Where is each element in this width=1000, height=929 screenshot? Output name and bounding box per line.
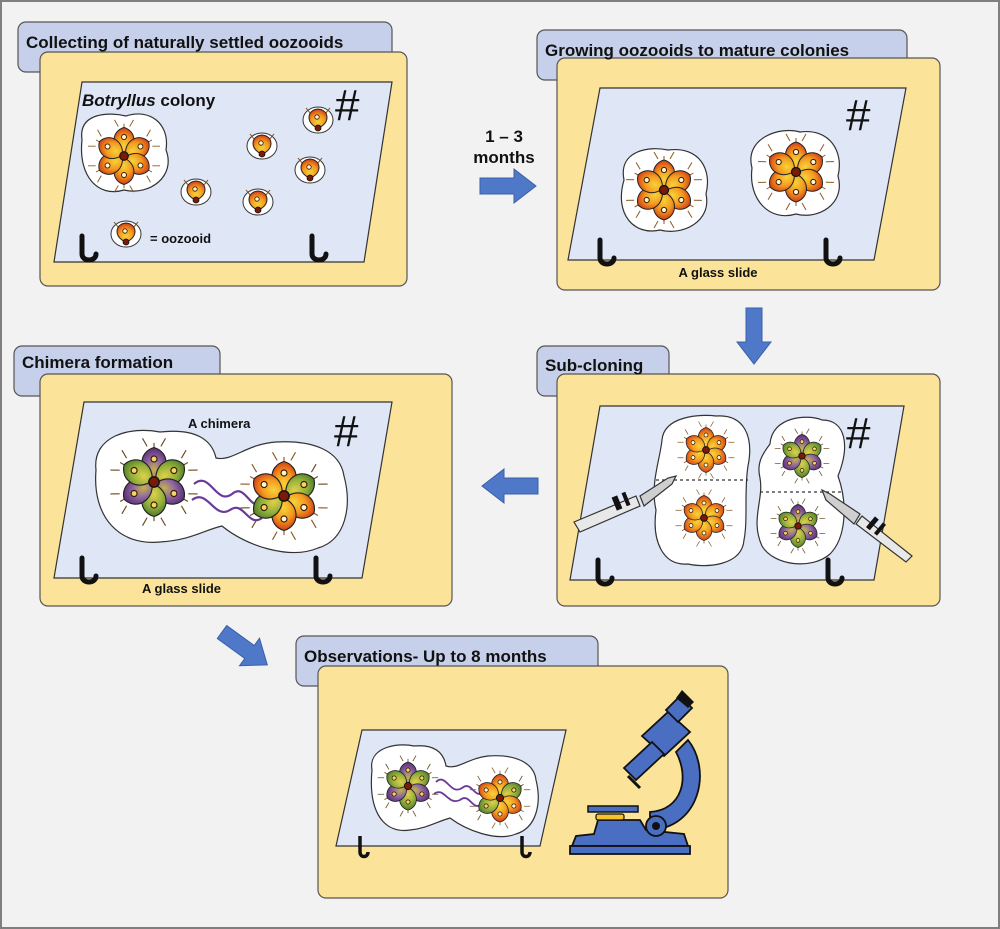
panel-title: Chimera formation xyxy=(22,353,173,372)
subclone-tunic xyxy=(756,416,846,565)
duration-line-1: 1 – 3 xyxy=(485,127,523,146)
slide-label: A glass slide xyxy=(142,581,221,596)
oozooid xyxy=(294,156,326,184)
microscope-icon xyxy=(569,690,701,855)
panel-title: Sub-cloning xyxy=(545,356,643,375)
oozooid-legend-icon xyxy=(110,220,142,248)
panel-title: Collecting of naturally settled oozooids xyxy=(26,33,343,52)
blood-vessel-connection xyxy=(435,778,485,795)
oozooid xyxy=(242,188,274,216)
panel-title: Growing oozooids to mature colonies xyxy=(545,41,849,60)
oozooid xyxy=(302,106,334,134)
slide-holder xyxy=(520,836,532,859)
blood-vessel-connection xyxy=(191,496,263,522)
slide-number-mark: # xyxy=(334,407,359,456)
chimera-label: A chimera xyxy=(188,416,251,431)
panel-observations: Observations- Up to 8 months xyxy=(295,635,729,899)
oozooid xyxy=(180,178,212,206)
panel-collecting: Collecting of naturally settled oozooids… xyxy=(17,21,408,287)
panel-chimera: Chimera formation A chimera # A glass sl… xyxy=(13,345,453,607)
slide-holder xyxy=(358,836,370,859)
slide-number-mark: # xyxy=(846,91,871,140)
arrow-to-growing: 1 – 3 months xyxy=(473,127,537,204)
panel-title: Observations- Up to 8 months xyxy=(304,647,547,666)
panel-subcloning: Sub-cloning # xyxy=(536,345,941,607)
panel-growing: Growing oozooids to mature colonies # A … xyxy=(536,29,941,291)
scalpel-icon xyxy=(820,488,913,563)
oozooid-legend: = oozooid xyxy=(150,231,211,246)
slide-label: A glass slide xyxy=(679,265,758,280)
colony-label: Botryllus colony xyxy=(82,91,216,110)
slide-number-mark: # xyxy=(846,409,871,458)
duration-line-2: months xyxy=(473,148,534,167)
oozooid xyxy=(246,132,278,160)
blood-vessel-connection xyxy=(193,479,265,506)
slide-number-mark: # xyxy=(335,81,360,130)
scalpel-icon xyxy=(573,475,678,533)
subclone-tunic xyxy=(653,414,751,567)
blood-vessel-connection xyxy=(433,791,483,807)
